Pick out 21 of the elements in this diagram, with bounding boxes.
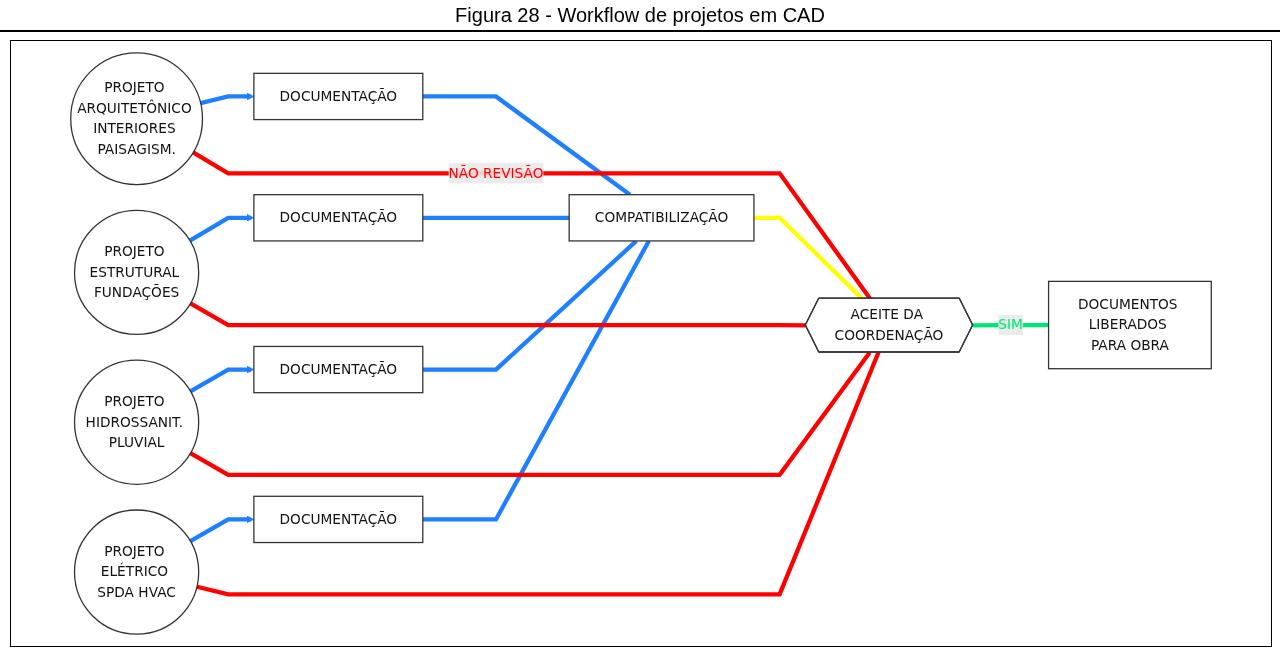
figure-title: Figura 28 - Workflow de projetos em CAD xyxy=(0,0,1280,32)
node-box: DOCUMENTAÇÃO xyxy=(253,72,424,121)
connector xyxy=(192,150,872,300)
node-circle: PROJETO ELÉTRICO SPDA HVAC xyxy=(73,509,200,635)
connector xyxy=(189,301,806,328)
edge-label: NÃO REVISÃO xyxy=(448,164,544,181)
node-box: DOCUMENTAÇÃO xyxy=(253,495,424,544)
node-box: DOCUMENTOS LIBERADOS PARA OBRA xyxy=(1047,280,1212,370)
node-box: DOCUMENTAÇÃO xyxy=(253,194,424,242)
node-box: DOCUMENTAÇÃO xyxy=(253,345,424,394)
edge-label: SIM xyxy=(998,316,1023,333)
connector xyxy=(422,215,570,220)
node-box: COMPATIBILIZAÇÃO xyxy=(568,194,755,242)
node-circle: PROJETO ARQUITETÔNICO INTERIORES PAISAGISM. xyxy=(70,52,204,186)
connector xyxy=(196,351,881,597)
connector xyxy=(753,215,864,300)
node-circle: PROJETO ESTRUTURAL FUNDAÇÕES xyxy=(73,209,200,336)
node-circle: PROJETO HIDROSSANIT. PLUVIAL xyxy=(73,359,200,485)
connector xyxy=(422,239,638,372)
connector xyxy=(422,239,651,522)
connector xyxy=(189,351,872,477)
